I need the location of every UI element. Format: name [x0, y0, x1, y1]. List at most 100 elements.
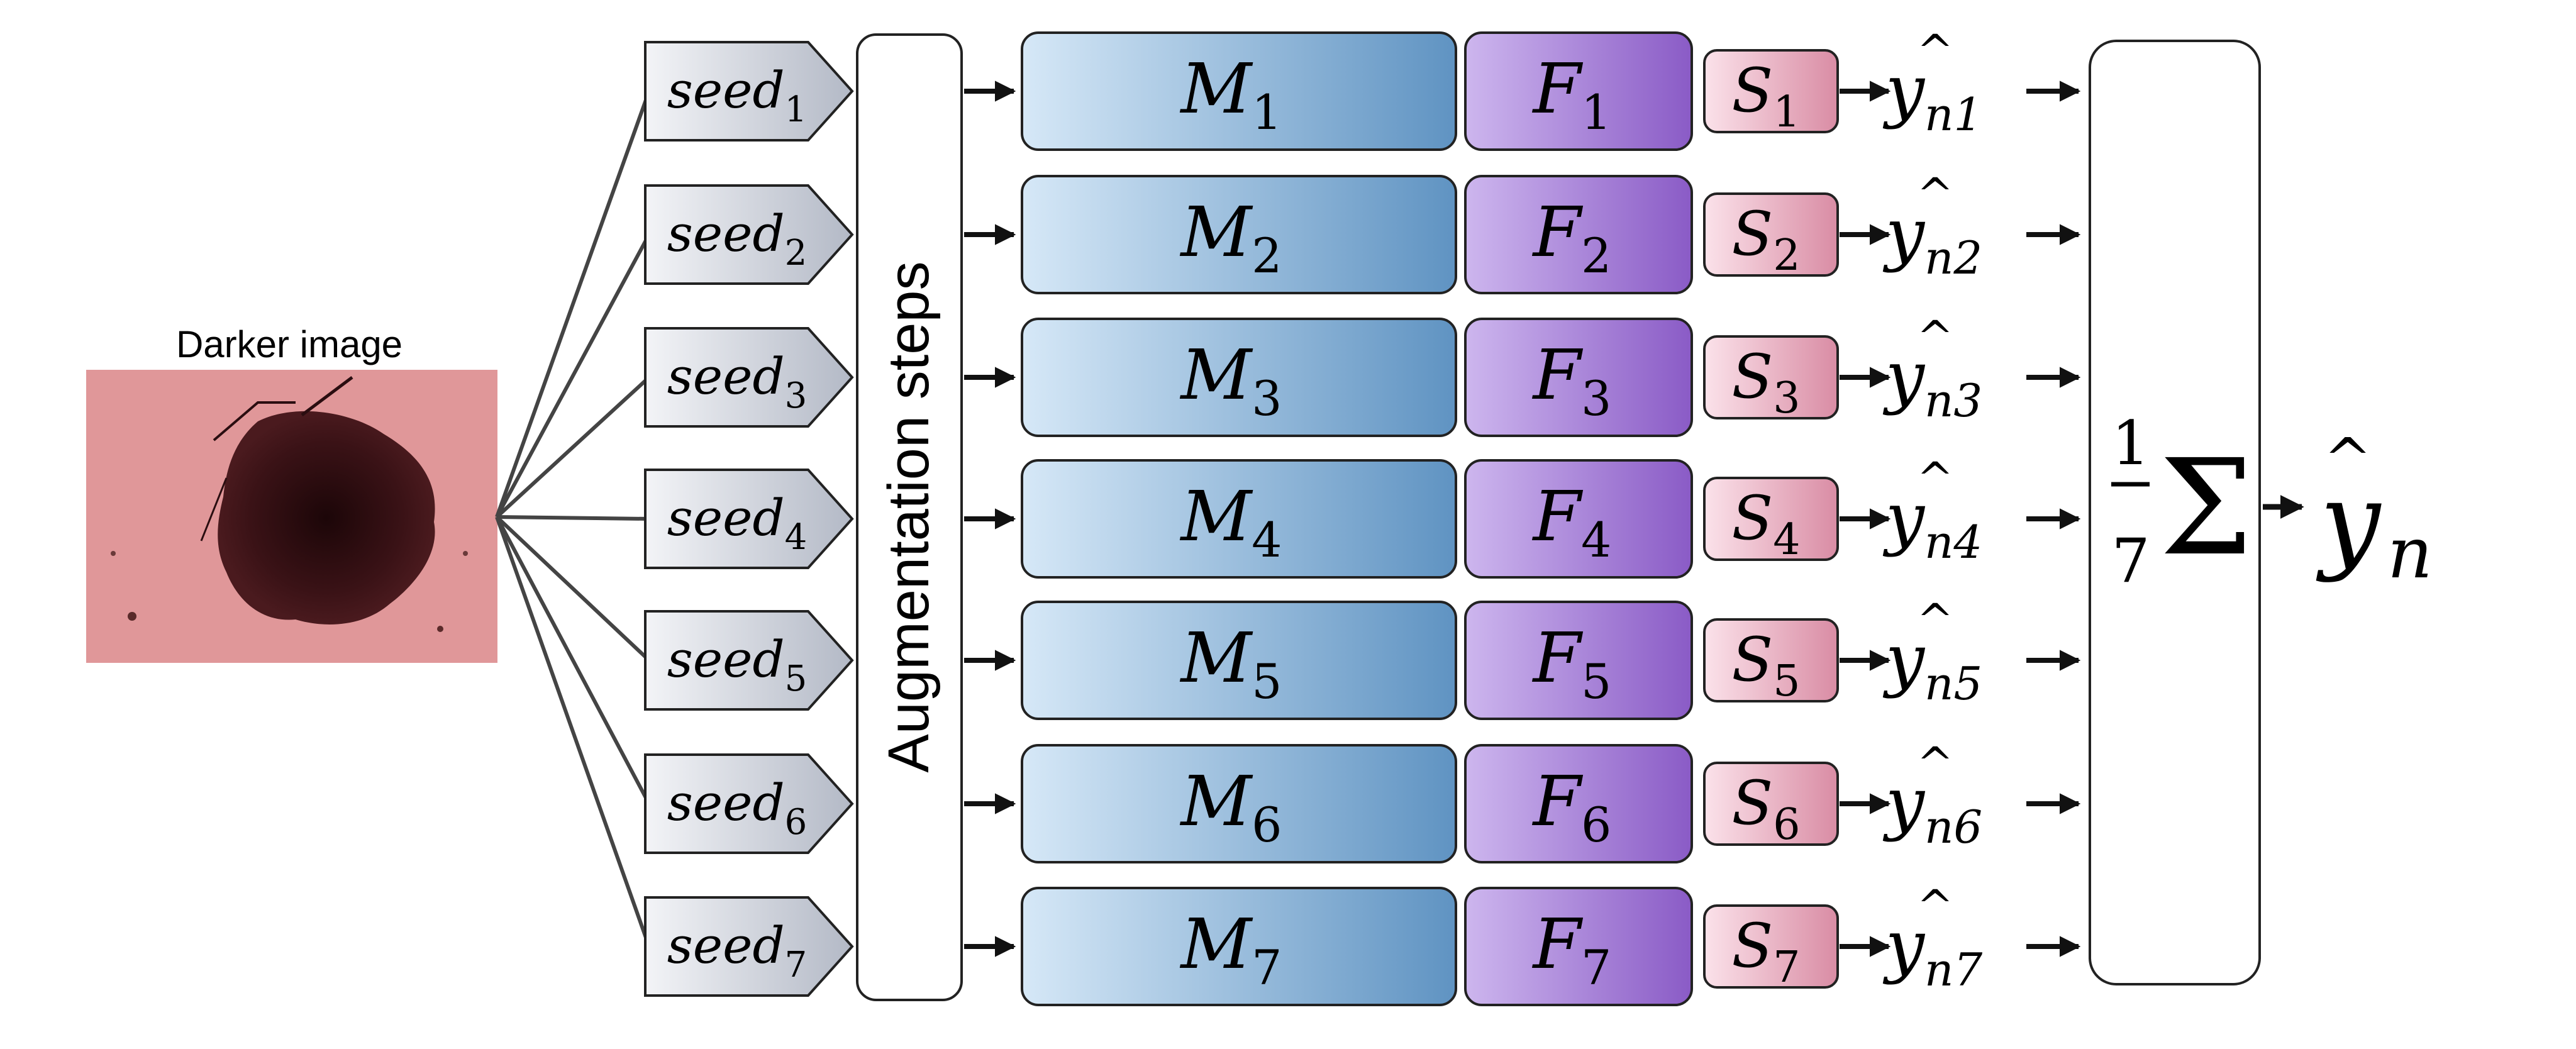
- model-label: M6: [1180, 761, 1282, 853]
- score-block: S4: [1703, 477, 1839, 565]
- feature-label: F6: [1532, 761, 1612, 853]
- score-box: [1703, 904, 1839, 989]
- sum-operator: Σ: [2160, 431, 2253, 585]
- prediction-hat: ^: [1917, 594, 1954, 646]
- score-symbol: S: [1731, 911, 1773, 981]
- model-subscript: 7: [1252, 940, 1282, 996]
- model-subscript: 6: [1252, 797, 1282, 853]
- feature-box: [1464, 601, 1693, 720]
- aggregation-numerator: 1: [2111, 408, 2150, 479]
- score-label: S7: [1731, 911, 1800, 992]
- input-image-group: Darker image: [86, 323, 497, 663]
- row-prediction: ^yn6: [1882, 738, 1982, 853]
- prediction-subscript: n6: [1924, 801, 1982, 853]
- prediction-hat: ^: [1917, 738, 1954, 789]
- feature-label: F7: [1532, 904, 1612, 996]
- model-label: M7: [1180, 904, 1282, 996]
- prediction-label: yn1: [1882, 50, 1982, 141]
- prediction-symbol: y: [1882, 905, 1926, 985]
- seed-text: seed: [667, 204, 785, 263]
- prediction-symbol: y: [1882, 336, 1926, 416]
- fan-line: [495, 515, 651, 662]
- model-box: [1021, 744, 1457, 863]
- score-block: S6: [1703, 762, 1839, 850]
- prediction-label: yn3: [1882, 336, 1982, 427]
- model-symbol: M: [1180, 761, 1253, 841]
- seed-shape: [644, 610, 854, 711]
- model-box: [1021, 31, 1457, 151]
- seed-fan-connectors: [495, 90, 651, 948]
- prediction-subscript: n4: [1924, 516, 1982, 569]
- feature-subscript: 1: [1581, 84, 1611, 140]
- feature-subscript: 7: [1581, 940, 1611, 996]
- seed-text: seed: [667, 347, 785, 406]
- score-subscript: 3: [1773, 374, 1800, 423]
- model-subscript: 1: [1252, 84, 1282, 140]
- prediction-hat: ^: [1917, 453, 1954, 504]
- prediction-symbol: y: [1882, 619, 1926, 699]
- lesion-image: [86, 370, 497, 663]
- row-prediction: ^yn1: [1882, 25, 1982, 141]
- feature-subscript: 6: [1581, 797, 1611, 853]
- output-symbol: y: [2316, 460, 2382, 584]
- feature-symbol: F: [1532, 192, 1584, 272]
- model-subscript: 5: [1252, 653, 1282, 709]
- seed-tag: seed4: [644, 469, 854, 569]
- seed-label: seed4: [667, 489, 808, 558]
- seed-text: seed: [667, 630, 785, 689]
- feature-symbol: F: [1532, 904, 1584, 984]
- augmentation-label: Augmentation steps: [877, 261, 941, 772]
- score-box: [1703, 49, 1839, 133]
- seed-label: seed6: [667, 774, 808, 843]
- feature-label: F5: [1532, 618, 1612, 709]
- score-label: S4: [1731, 483, 1800, 565]
- seed-text: seed: [667, 61, 785, 119]
- score-subscript: 5: [1773, 657, 1800, 706]
- prediction-label: yn6: [1882, 762, 1982, 853]
- feature-block: F1: [1464, 31, 1693, 151]
- model-block: M6: [1021, 744, 1457, 863]
- feature-block: F2: [1464, 175, 1693, 294]
- seed-label: seed3: [667, 347, 808, 416]
- score-label: S6: [1731, 768, 1800, 850]
- seed-shape: [644, 184, 854, 285]
- feature-box: [1464, 175, 1693, 294]
- score-box: [1703, 192, 1839, 277]
- score-block: S7: [1703, 904, 1839, 992]
- prediction-hat: ^: [1917, 25, 1954, 77]
- prediction-hat: ^: [1917, 169, 1954, 220]
- score-symbol: S: [1731, 483, 1773, 553]
- prediction-symbol: y: [1882, 50, 1926, 130]
- score-subscript: 4: [1773, 515, 1800, 565]
- model-subscript: 3: [1252, 370, 1282, 426]
- model-box: [1021, 318, 1457, 437]
- seed-subscript: 5: [785, 658, 808, 699]
- prediction-symbol: y: [1882, 193, 1926, 274]
- score-subscript: 1: [1773, 87, 1800, 137]
- prediction-subscript: n7: [1924, 943, 1982, 996]
- feature-block: F5: [1464, 601, 1693, 720]
- seed-label: seed7: [667, 916, 808, 985]
- seed-tag: seed3: [644, 327, 854, 428]
- feature-block: F3: [1464, 318, 1693, 437]
- score-block: S2: [1703, 192, 1839, 280]
- prediction-label: yn4: [1882, 477, 1982, 569]
- model-block: M4: [1021, 459, 1457, 579]
- model-box: [1021, 887, 1457, 1006]
- aggregation-box: [2089, 40, 2261, 985]
- model-box: [1021, 601, 1457, 720]
- row-prediction: ^yn5: [1882, 594, 1982, 710]
- feature-label: F2: [1532, 192, 1612, 284]
- feature-box: [1464, 318, 1693, 437]
- fan-line: [495, 90, 651, 518]
- fan-line: [495, 516, 651, 948]
- feature-symbol: F: [1532, 48, 1584, 129]
- prediction-label: yn7: [1882, 905, 1983, 996]
- prediction-label: yn5: [1882, 619, 1982, 710]
- seed-text: seed: [667, 916, 785, 975]
- score-symbol: S: [1731, 341, 1773, 412]
- feature-symbol: F: [1532, 618, 1584, 698]
- prediction-label: yn2: [1882, 193, 1982, 284]
- seed-label: seed5: [667, 630, 808, 699]
